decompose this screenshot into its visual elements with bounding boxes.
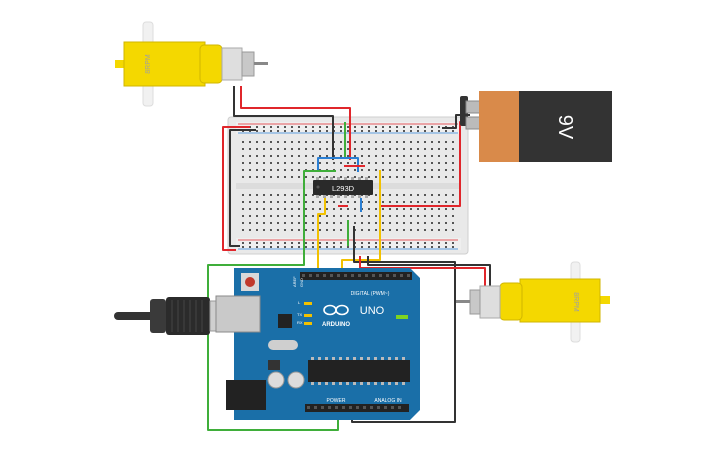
motor-top-label: 8RPM bbox=[145, 54, 152, 74]
motor-right-label: 8RPM bbox=[572, 292, 579, 312]
wire-rail-left-black bbox=[229, 129, 256, 247]
arduino-logo-icon bbox=[323, 304, 349, 316]
arduino-model-label: UNO bbox=[360, 305, 385, 317]
arduino-l-label: L bbox=[298, 300, 301, 305]
arduino-digital-label: DIGITAL (PWM~) bbox=[351, 291, 390, 297]
chip-label: L293D bbox=[332, 184, 355, 193]
l293d-chip[interactable]: L293D bbox=[313, 177, 373, 198]
arduino-analog-label: ANALOG IN bbox=[374, 398, 402, 404]
wire-motor-right-black bbox=[367, 256, 491, 292]
wire-motor-right-red bbox=[359, 256, 486, 290]
wire-rail-left-red bbox=[222, 126, 250, 251]
arduino-rx-label: RX bbox=[297, 320, 303, 325]
arduino-aref-label: AREF bbox=[292, 276, 297, 287]
motor-right[interactable]: 8RPM bbox=[456, 261, 610, 343]
wire-motor-top-red bbox=[240, 86, 351, 160]
arduino-tx-label: TX bbox=[297, 312, 302, 317]
battery-label: 9V bbox=[554, 115, 576, 140]
usb-cable bbox=[114, 297, 231, 335]
arduino-gnd-label: GND bbox=[299, 278, 304, 287]
motor-top[interactable]: 8RPM bbox=[115, 21, 268, 107]
battery-9v[interactable]: 9V bbox=[460, 91, 612, 162]
wire-green-long bbox=[207, 170, 339, 431]
wire-yellow-1 bbox=[317, 198, 326, 272]
arduino-uno[interactable]: DIGITAL (PWM~) ARDUINO UNO POWER ANALOG … bbox=[215, 268, 420, 420]
arduino-brand-label: ARDUINO bbox=[322, 322, 350, 328]
wire-motor-top-black bbox=[233, 86, 334, 160]
arduino-power-label: POWER bbox=[327, 398, 346, 404]
wire-black-gnd bbox=[351, 226, 456, 423]
